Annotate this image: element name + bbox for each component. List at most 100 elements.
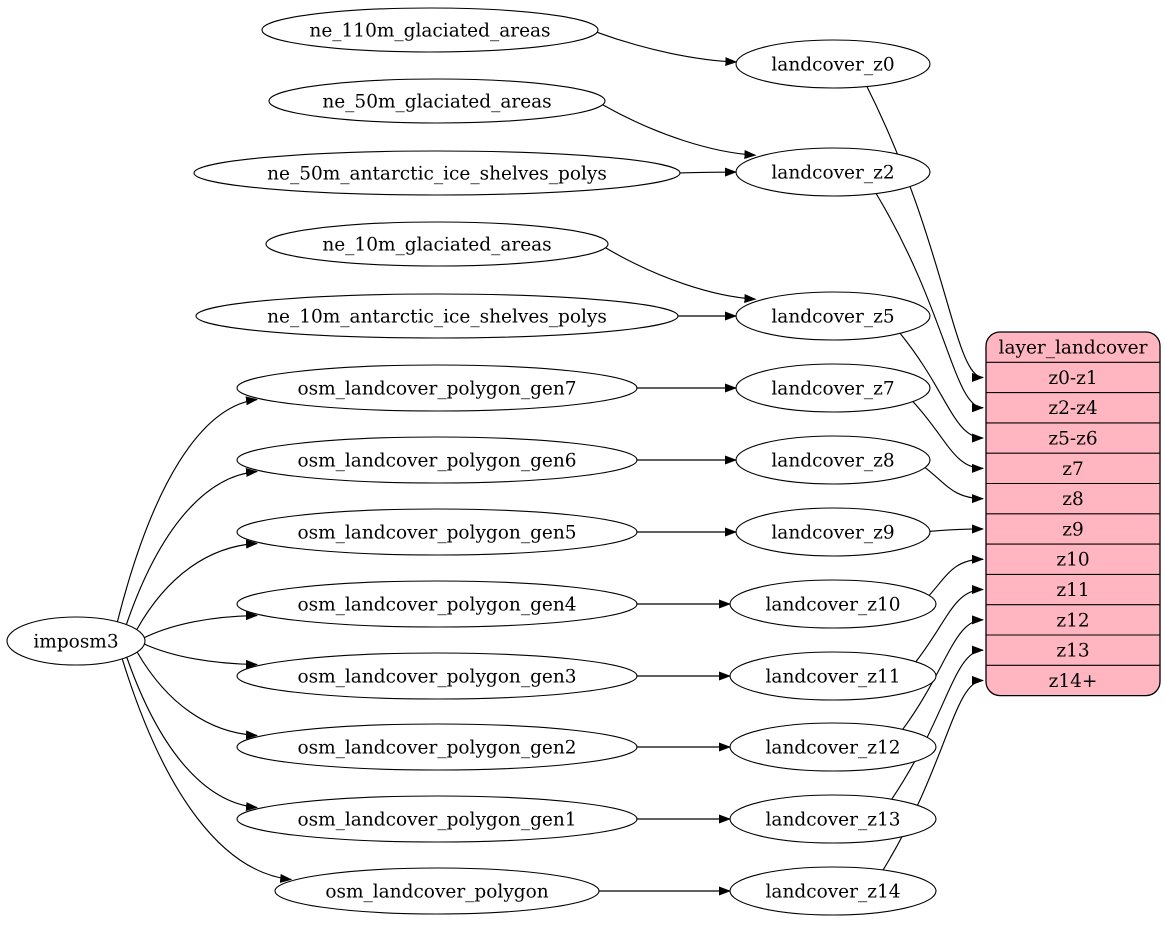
node-label-imposm3: imposm3 [33,631,118,652]
node-landcover_z0: landcover_z0 [735,39,931,89]
edge-landcover_z5-to-layer_landcover-row-z5-z6 [899,332,984,443]
node-label-osm_landcover_polygon_gen1: osm_landcover_polygon_gen1 [297,809,576,830]
node-shape-landcover_z8 [735,435,931,485]
node-label-osm_landcover_polygon_gen3: osm_landcover_polygon_gen3 [297,666,576,687]
node-osm_landcover_polygon_gen7: osm_landcover_polygon_gen7 [236,364,638,412]
node-label-landcover_z9: landcover_z9 [771,522,894,543]
node-label-ne_10m_glaciated_areas: ne_10m_glaciated_areas [322,234,551,255]
edge-landcover_z8-to-layer_landcover-row-z8 [924,467,984,504]
node-landcover_z2: landcover_z2 [735,147,931,197]
node-shape-ne_10m_glaciated_areas [265,221,609,267]
edge-landcover_z7-to-layer_landcover-row-z7 [912,401,984,473]
edge-ne_110m_glaciated_areas-to-landcover_z0 [596,31,738,67]
node-label-osm_landcover_polygon: osm_landcover_polygon [325,881,548,902]
node-shape-landcover_z12 [729,722,937,772]
edge-imposm3-to-osm_landcover_polygon_gen4 [144,611,258,639]
node-shape-landcover_z10 [729,579,937,629]
node-landcover_z12: landcover_z12 [729,722,937,772]
node-ne_50m_antarctic_ice_shelves_polys: ne_50m_antarctic_ice_shelves_polys [193,150,681,196]
node-shape-osm_landcover_polygon_gen6 [236,436,638,484]
node-landcover_z14: landcover_z14 [729,866,937,916]
node-shape-ne_110m_glaciated_areas [261,7,599,53]
node-landcover_z13: landcover_z13 [729,794,937,844]
node-label-ne_50m_antarctic_ice_shelves_polys: ne_50m_antarctic_ice_shelves_polys [267,163,607,184]
node-osm_landcover_polygon_gen3: osm_landcover_polygon_gen3 [236,652,638,700]
edge-imposm3-to-osm_landcover_polygon_gen7 [116,396,258,622]
node-label-landcover_z7: landcover_z7 [771,378,894,399]
node-landcover_z9: landcover_z9 [735,507,931,557]
node-shape-landcover_z2 [735,147,931,197]
edge-landcover_z11-to-layer_landcover-row-z11 [915,585,984,663]
node-osm_landcover_polygon_gen5: osm_landcover_polygon_gen5 [236,508,638,556]
edge-imposm3-to-osm_landcover_polygon_gen6 [125,467,258,625]
node-shape-osm_landcover_polygon_gen4 [236,580,638,628]
edge-landcover_z13-to-layer_landcover-row-z13 [891,645,984,800]
node-shape-landcover_z7 [735,363,931,413]
node-label-landcover_z12: landcover_z12 [766,737,901,758]
node-label-landcover_z2: landcover_z2 [771,162,894,183]
node-shape-osm_landcover_polygon_gen1 [236,795,638,843]
record-row-label-z8: z8 [1062,489,1084,510]
node-shape-osm_landcover_polygon_gen7 [236,364,638,412]
node-ne_110m_glaciated_areas: ne_110m_glaciated_areas [261,7,599,53]
node-landcover_z10: landcover_z10 [729,579,937,629]
node-label-landcover_z13: landcover_z13 [766,809,901,830]
node-landcover_z11: landcover_z11 [729,651,937,701]
edge-imposm3-to-osm_landcover_polygon_gen1 [126,657,258,812]
edge-landcover_z2-to-layer_landcover-row-z2-z4 [875,193,984,413]
node-shape-ne_50m_antarctic_ice_shelves_polys [193,150,681,196]
node-ne_10m_glaciated_areas: ne_10m_glaciated_areas [265,221,609,267]
node-shape-osm_landcover_polygon [274,867,600,915]
record-row-label-z10: z10 [1056,550,1089,571]
node-label-ne_110m_glaciated_areas: ne_110m_glaciated_areas [309,20,550,41]
record-row-label-z9: z9 [1062,519,1084,540]
node-osm_landcover_polygon: osm_landcover_polygon [274,867,600,915]
record-layer-landcover: layer_landcoverz0-z1z2-z4z5-z6z7z8z9z10z… [985,331,1161,697]
record-row-label-z14+: z14+ [1049,671,1098,692]
node-shape-osm_landcover_polygon_gen5 [236,508,638,556]
record-row-label-z0-z1: z0-z1 [1048,368,1097,389]
edge-imposm3-to-osm_landcover_polygon [121,658,293,883]
edge-landcover_z9-to-layer_landcover-row-z9 [929,524,984,534]
node-landcover_z5: landcover_z5 [735,291,931,341]
node-label-osm_landcover_polygon_gen5: osm_landcover_polygon_gen5 [297,522,576,543]
node-label-osm_landcover_polygon_gen4: osm_landcover_polygon_gen4 [297,594,576,615]
record-row-label-z11: z11 [1056,580,1089,601]
record-title: layer_landcover [999,338,1148,359]
node-label-landcover_z14: landcover_z14 [766,881,901,902]
node-shape-osm_landcover_polygon_gen3 [236,652,638,700]
edge-landcover_z0-to-layer_landcover-row-z0-z1 [866,86,984,382]
node-landcover_z8: landcover_z8 [735,435,931,485]
node-osm_landcover_polygon_gen4: osm_landcover_polygon_gen4 [236,580,638,628]
edge-imposm3-to-osm_landcover_polygon_gen2 [136,651,258,740]
node-imposm3: imposm3 [6,616,146,666]
edge-landcover_z10-to-layer_landcover-row-z10 [928,554,984,596]
node-label-landcover_z0: landcover_z0 [771,54,894,75]
node-label-landcover_z11: landcover_z11 [766,666,901,687]
node-label-landcover_z8: landcover_z8 [771,450,894,471]
node-osm_landcover_polygon_gen1: osm_landcover_polygon_gen1 [236,795,638,843]
edge-landcover_z14-to-layer_landcover-row-z14+ [882,675,984,871]
node-shape-ne_50m_glaciated_areas [268,78,606,124]
node-label-ne_10m_antarctic_ice_shelves_polys: ne_10m_antarctic_ice_shelves_polys [267,306,607,327]
node-label-landcover_z10: landcover_z10 [766,594,901,615]
record-row-label-z12: z12 [1056,610,1089,631]
node-shape-landcover_z5 [735,291,931,341]
edge-imposm3-to-osm_landcover_polygon_gen3 [144,643,258,669]
node-shape-landcover_z11 [729,651,937,701]
node-shape-landcover_z9 [735,507,931,557]
node-osm_landcover_polygon_gen2: osm_landcover_polygon_gen2 [236,723,638,771]
node-label-osm_landcover_polygon_gen6: osm_landcover_polygon_gen6 [297,450,576,471]
record-row-label-z7: z7 [1062,459,1084,480]
node-landcover_z7: landcover_z7 [735,363,931,413]
node-osm_landcover_polygon_gen6: osm_landcover_polygon_gen6 [236,436,638,484]
edge-imposm3-to-osm_landcover_polygon_gen5 [136,539,258,630]
node-label-osm_landcover_polygon_gen2: osm_landcover_polygon_gen2 [297,737,576,758]
node-shape-landcover_z14 [729,866,937,916]
node-label-landcover_z5: landcover_z5 [771,306,894,327]
record-row-label-z5-z6: z5-z6 [1048,429,1097,450]
edge-ne_10m_glaciated_areas-to-landcover_z5 [605,247,757,304]
node-shape-osm_landcover_polygon_gen2 [236,723,638,771]
